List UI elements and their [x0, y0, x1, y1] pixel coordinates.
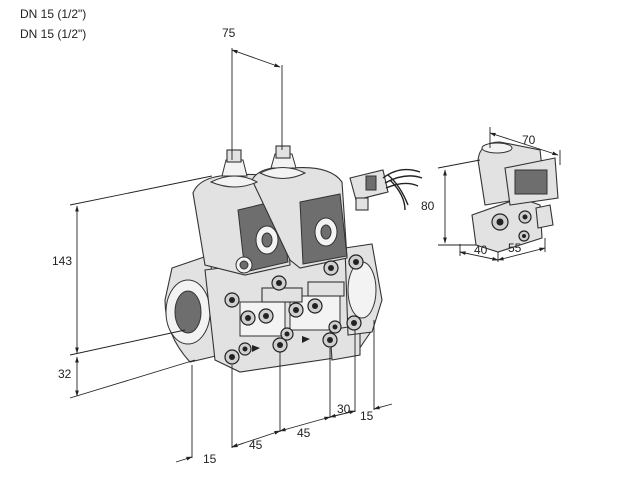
dim-40: 40 [474, 243, 488, 257]
coil-nut-left [209, 149, 259, 188]
dim-75: 75 [222, 26, 236, 40]
dim-45-right: 45 [297, 426, 311, 440]
dim-15-bottom: 15 [203, 452, 217, 466]
dim-70: 70 [522, 133, 536, 147]
dim-30: 30 [337, 402, 351, 416]
dim-32: 32 [58, 367, 72, 381]
header-size-line-2: DN 15 (1/2") [20, 27, 87, 41]
dim-45-left: 45 [249, 438, 263, 452]
outlet-flange [347, 261, 377, 319]
dim-143: 143 [52, 254, 72, 268]
mounting-bolts [224, 254, 364, 365]
side-view-valve [471, 141, 559, 253]
dimension-lines [69, 48, 561, 463]
header-size-line-1: DN 15 (1/2") [20, 7, 87, 21]
coil-nut-right [258, 145, 307, 179]
dim-55: 55 [508, 241, 522, 255]
cable-connector [349, 168, 423, 211]
dim-80: 80 [421, 199, 435, 213]
dim-15-right: 15 [360, 409, 374, 423]
double-solenoid-valve [164, 145, 383, 373]
